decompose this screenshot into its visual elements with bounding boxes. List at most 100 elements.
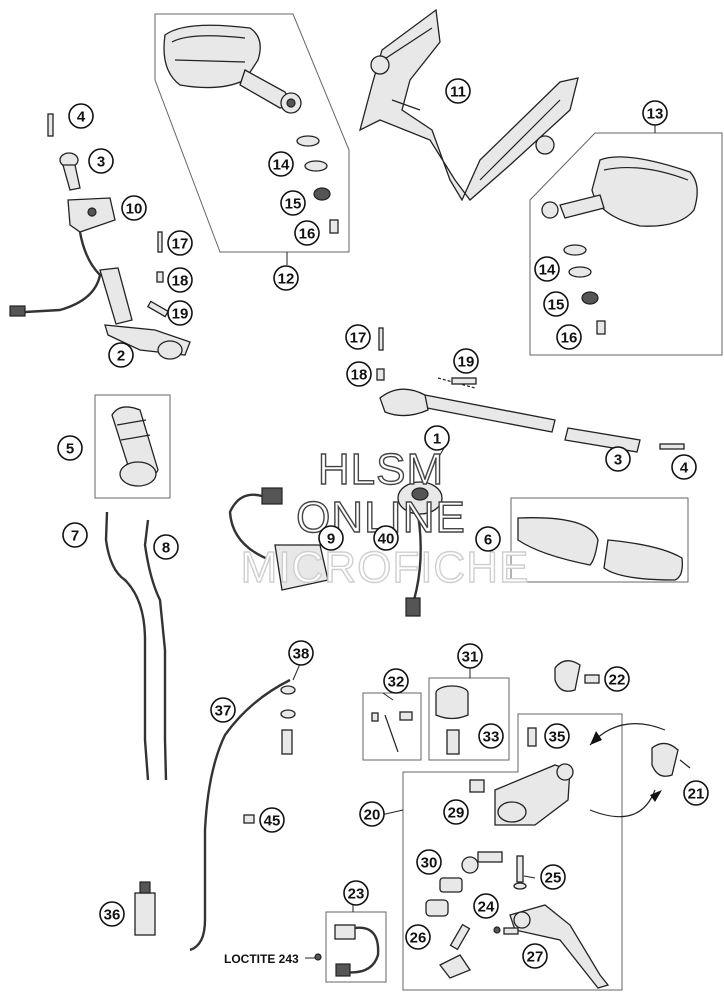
reservoir-box	[428, 677, 510, 761]
callout-number: 31	[462, 649, 479, 666]
nut-15b	[581, 291, 599, 305]
callout-number: 23	[348, 886, 365, 903]
callout-circle	[453, 348, 479, 374]
callout-number: 35	[549, 729, 566, 746]
callout-circle	[424, 425, 450, 451]
bar-end-screw-4a	[47, 113, 54, 137]
callout-circle	[288, 640, 314, 666]
callout-number: 15	[285, 196, 302, 213]
callout-number: 32	[388, 674, 405, 691]
mirror-bracket	[359, 8, 579, 202]
callout-circle	[359, 801, 385, 827]
callout-number: 45	[264, 813, 281, 830]
washer-14d	[568, 266, 592, 278]
callout-22: 22	[604, 666, 630, 692]
callout-11: 11	[445, 78, 471, 104]
callout-number: 20	[364, 807, 381, 824]
callout-15b: 15	[543, 291, 569, 317]
callout-circle	[604, 666, 630, 692]
callout-7: 7	[62, 522, 88, 548]
callout-20: 20	[359, 801, 385, 827]
callout-number: 4	[77, 109, 86, 126]
callout-3a: 3	[88, 148, 114, 174]
callout-circle	[405, 924, 431, 950]
callout-16a: 16	[294, 220, 320, 246]
callout-number: 13	[647, 106, 664, 123]
rotation-arrows	[589, 723, 666, 818]
callout-18a: 18	[167, 267, 193, 293]
callout-8: 8	[153, 534, 179, 560]
sleeve-18a	[156, 271, 164, 283]
callout-number: 33	[483, 729, 500, 746]
throttle-sensor-cable	[24, 231, 102, 314]
callout-number: 18	[172, 273, 189, 290]
switch-box	[325, 911, 387, 983]
callout-18b: 18	[346, 361, 372, 387]
washer-14a	[296, 135, 320, 147]
callout-circle	[416, 849, 442, 875]
right-mirror	[541, 156, 698, 227]
callout-12: 12	[273, 265, 299, 291]
watermark-line1: HLSM	[318, 445, 444, 494]
screw-25	[516, 855, 524, 883]
callout-circle	[88, 148, 114, 174]
watermark: HLSM ONLINE MICROFICHE	[240, 444, 529, 592]
callout-number: 27	[527, 949, 544, 966]
callout-37: 37	[210, 697, 236, 723]
callout-number: 14	[273, 157, 290, 174]
callout-36: 36	[99, 901, 125, 927]
callout-number: 22	[609, 672, 626, 689]
callout-number: 3	[614, 452, 622, 469]
throttle-connector	[9, 305, 26, 317]
callout-35: 35	[544, 723, 570, 749]
throttle-cable-7	[104, 511, 150, 781]
callout-number: 7	[71, 528, 79, 545]
callout-17b: 17	[345, 324, 371, 350]
bar-end-weight-3a	[59, 152, 81, 191]
callout-32: 32	[383, 668, 409, 694]
callout-circle	[346, 361, 372, 387]
callout-circle	[167, 300, 193, 326]
callout-14a: 14	[268, 151, 294, 177]
callout-number: 15	[548, 297, 565, 314]
callout-circle	[383, 668, 409, 694]
reservoir-31	[435, 685, 469, 755]
callout-27: 27	[522, 943, 548, 969]
callout-number: 26	[410, 930, 427, 947]
callout-circle	[153, 534, 179, 560]
callout-number: 18	[351, 367, 368, 384]
callout-circle	[373, 525, 399, 551]
bleed-nipple-45	[243, 814, 255, 824]
callout-number: 30	[421, 855, 438, 872]
callout-number: 17	[350, 330, 367, 347]
callout-number: 9	[327, 531, 335, 548]
callout-38: 38	[288, 640, 314, 666]
master-cylinder-20	[494, 763, 574, 826]
callout-number: 16	[561, 330, 578, 347]
washer-14b	[304, 160, 328, 172]
callout-number: 40	[378, 531, 395, 548]
callout-circle	[475, 526, 501, 552]
callout-31: 31	[457, 643, 483, 669]
callout-number: 6	[484, 532, 492, 549]
callout-number: 37	[215, 703, 232, 720]
callout-19a: 19	[167, 300, 193, 326]
callout-26: 26	[405, 924, 431, 950]
screw-19b	[451, 377, 477, 385]
grip-set-6	[517, 517, 683, 581]
callout-13: 13	[642, 100, 668, 126]
callout-number: 1	[433, 431, 441, 448]
callout-circle	[683, 780, 709, 806]
callout-circle	[294, 220, 320, 246]
callout-33: 33	[478, 723, 504, 749]
callout-number: 19	[172, 306, 189, 323]
washer-25	[513, 882, 527, 890]
callout-circle	[343, 880, 369, 906]
lever-27	[509, 904, 610, 989]
callout-circle	[556, 324, 582, 350]
callout-number: 5	[66, 441, 74, 458]
callout-circle	[57, 435, 83, 461]
callout-9: 9	[318, 525, 344, 551]
